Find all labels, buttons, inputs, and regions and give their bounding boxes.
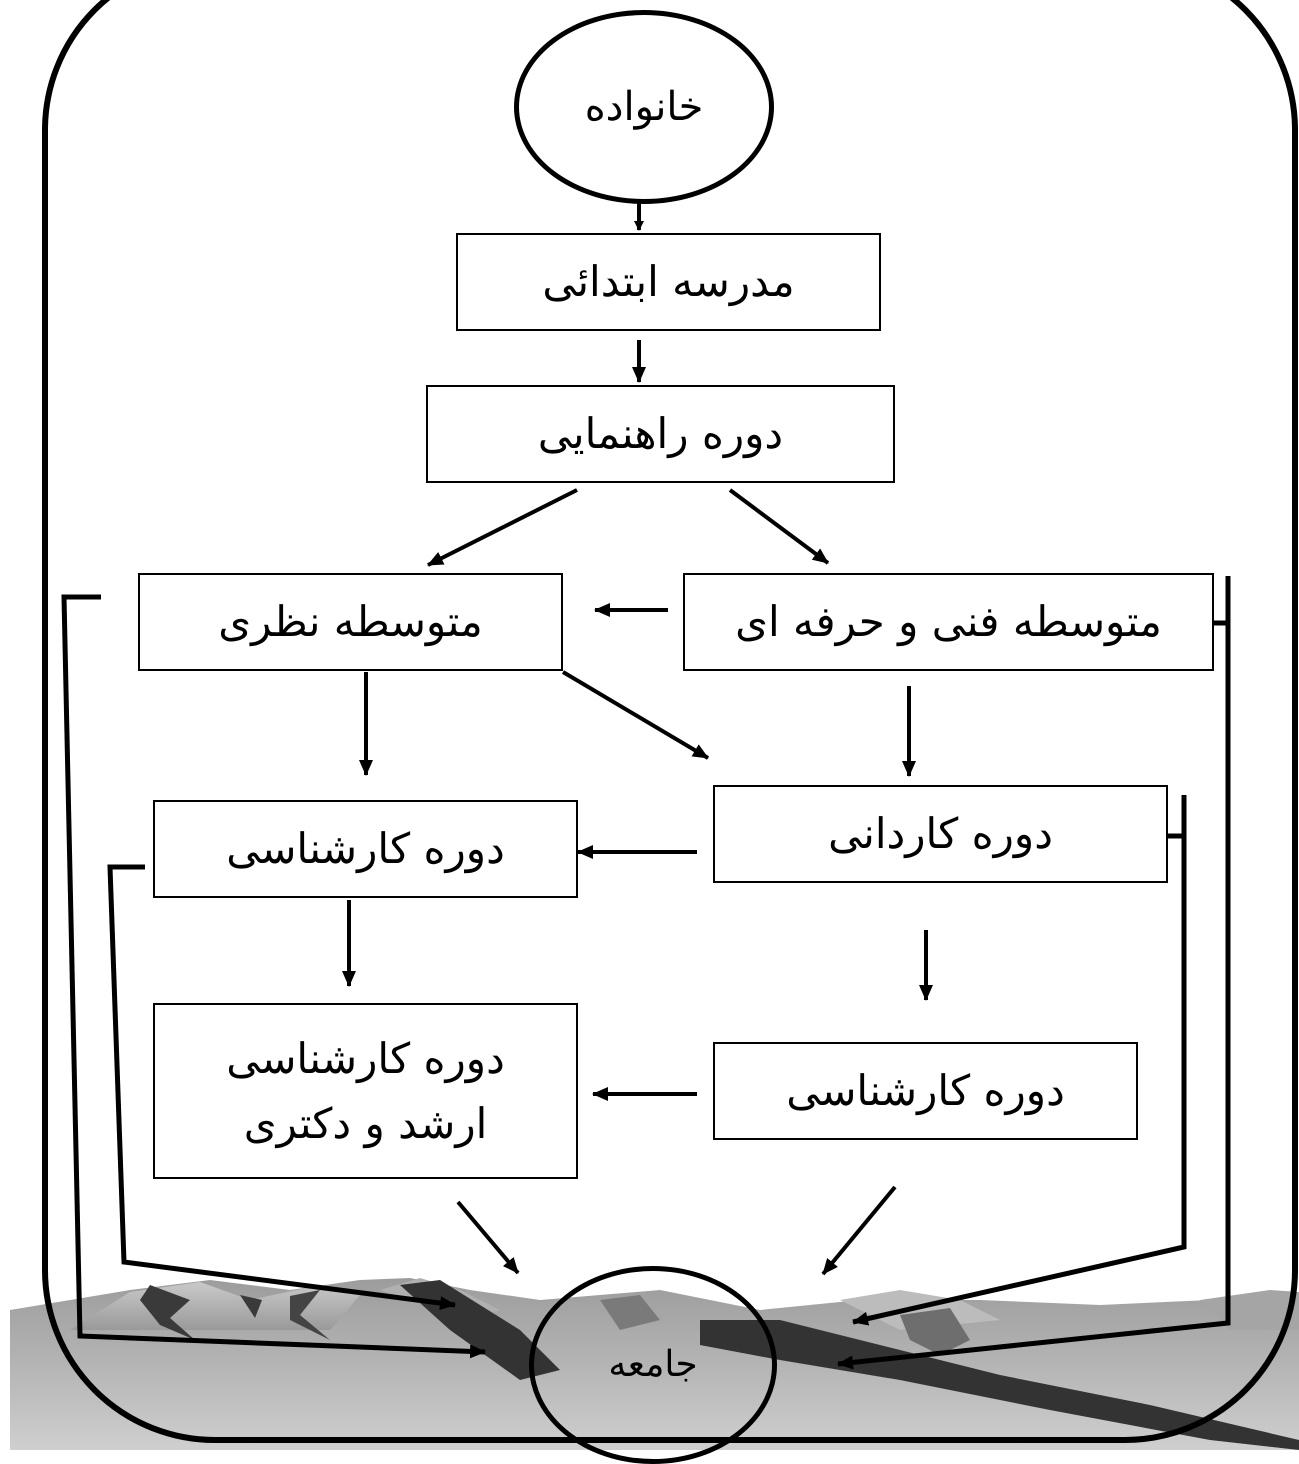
theoretical-high-school-box: متوسطه نظری [138, 573, 563, 671]
family-label: خانواده [584, 84, 704, 130]
connector-arrows [342, 202, 933, 1276]
exit-line-bachelor [107, 864, 456, 1311]
vocational-high-school-label: متوسطه فنی و حرفه ای [735, 597, 1162, 647]
family-node: خانواده [514, 10, 774, 204]
exit-line-vocational [837, 576, 1231, 1370]
guidance-school-box: دوره راهنمایی [426, 385, 895, 483]
arrow-guidance-to-theoretical [427, 488, 578, 567]
graduate-label-line2: ارشد و دکتری [243, 1099, 488, 1148]
arrow-graduate-to-society [456, 1200, 520, 1275]
guidance-school-label: دوره راهنمایی [537, 409, 784, 459]
vocational-high-school-box: متوسطه فنی و حرفه ای [683, 573, 1214, 671]
exit-line-associate [852, 795, 1187, 1326]
outer-frame [42, 0, 1298, 1443]
bachelor-right-label: دوره کارشناسی [786, 1066, 1065, 1116]
bachelor-right-box: دوره کارشناسی [713, 1042, 1138, 1140]
associate-box: دوره کاردانی [713, 785, 1168, 883]
arrow-guidance-to-vocational [728, 488, 830, 565]
exit-lines [61, 576, 1231, 1370]
associate-label: دوره کاردانی [828, 809, 1053, 859]
arrow-bachelor-right-to-society [821, 1185, 897, 1276]
bachelor-left-box: دوره کارشناسی [153, 800, 578, 898]
exit-line-theoretical [61, 594, 486, 1359]
primary-school-label: مدرسه ابتدائی [542, 257, 795, 307]
graduate-box: دوره کارشناسی ارشد و دکتری [153, 1003, 578, 1179]
society-node: جامعه [529, 1266, 777, 1464]
primary-school-box: مدرسه ابتدائی [456, 233, 881, 331]
bachelor-left-label: دوره کارشناسی [226, 824, 505, 874]
theoretical-high-school-label: متوسطه نظری [218, 597, 483, 647]
society-label: جامعه [608, 1344, 698, 1386]
graduate-label-line1: دوره کارشناسی [226, 1033, 505, 1083]
arrow-theoretical-to-associate [561, 670, 710, 760]
